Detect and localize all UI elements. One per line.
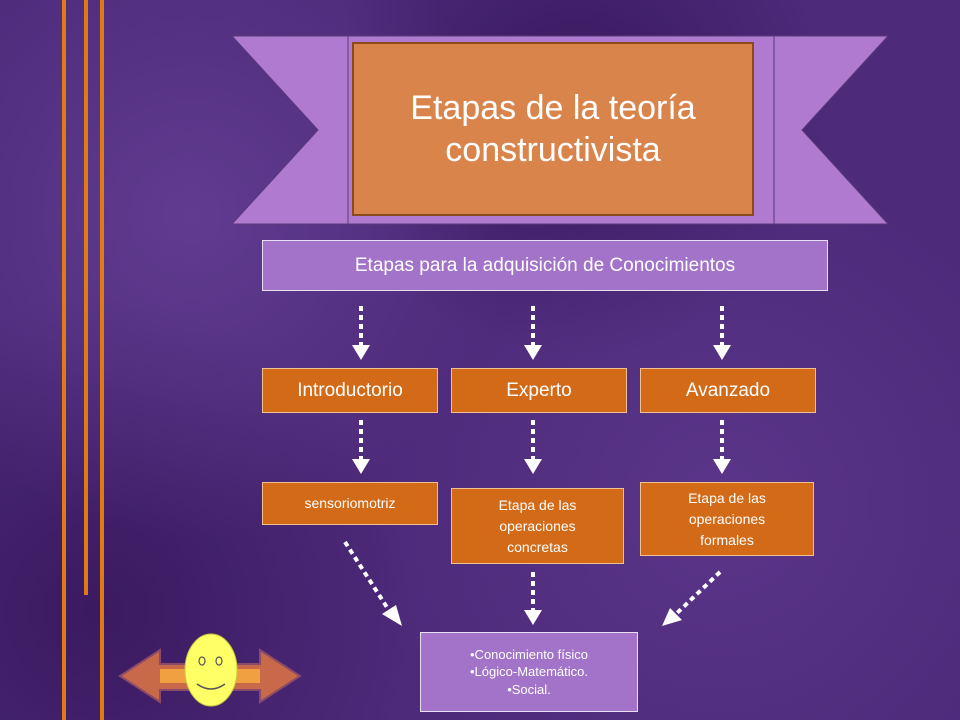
knowledge-item: •Lógico-Matemático. — [470, 664, 588, 680]
stage-label: Avanzado — [685, 379, 771, 401]
back-arrow-icon[interactable] — [118, 648, 197, 704]
stage-box-introductorio: Introductorio — [262, 368, 438, 413]
decorative-stripe — [62, 0, 66, 720]
sub-stage-box-concretas: Etapa de las operaciones concretas — [451, 488, 624, 564]
sub-stage-label: sensoriomotriz — [304, 495, 396, 511]
title-box: Etapas de la teoría constructivista — [352, 42, 754, 216]
knowledge-types-box: •Conocimiento físico •Lógico-Matemático.… — [420, 632, 638, 712]
main-stage-label: Etapas para la adquisición de Conocimien… — [354, 254, 736, 276]
sub-stage-box-sensoriomotriz: sensoriomotriz — [262, 482, 438, 525]
decorative-stripe — [100, 0, 104, 720]
sub-stage-label: Etapa de las operaciones concretas — [498, 496, 577, 555]
knowledge-item: •Social. — [507, 681, 551, 697]
page-title: Etapas de la teoría constructivista — [410, 88, 696, 170]
decorative-stripe — [84, 0, 88, 595]
stage-label: Introductorio — [297, 379, 403, 401]
stage-box-avanzado: Avanzado — [640, 368, 816, 413]
smiley-icon — [184, 633, 238, 707]
knowledge-item: •Conocimiento físico — [470, 646, 588, 662]
sub-stage-label: Etapa de las operaciones formales — [688, 489, 766, 548]
stage-box-experto: Experto — [451, 368, 627, 413]
sub-stage-box-formales: Etapa de las operaciones formales — [640, 482, 814, 556]
main-stage-box: Etapas para la adquisición de Conocimien… — [262, 240, 828, 291]
stage-label: Experto — [506, 379, 572, 401]
